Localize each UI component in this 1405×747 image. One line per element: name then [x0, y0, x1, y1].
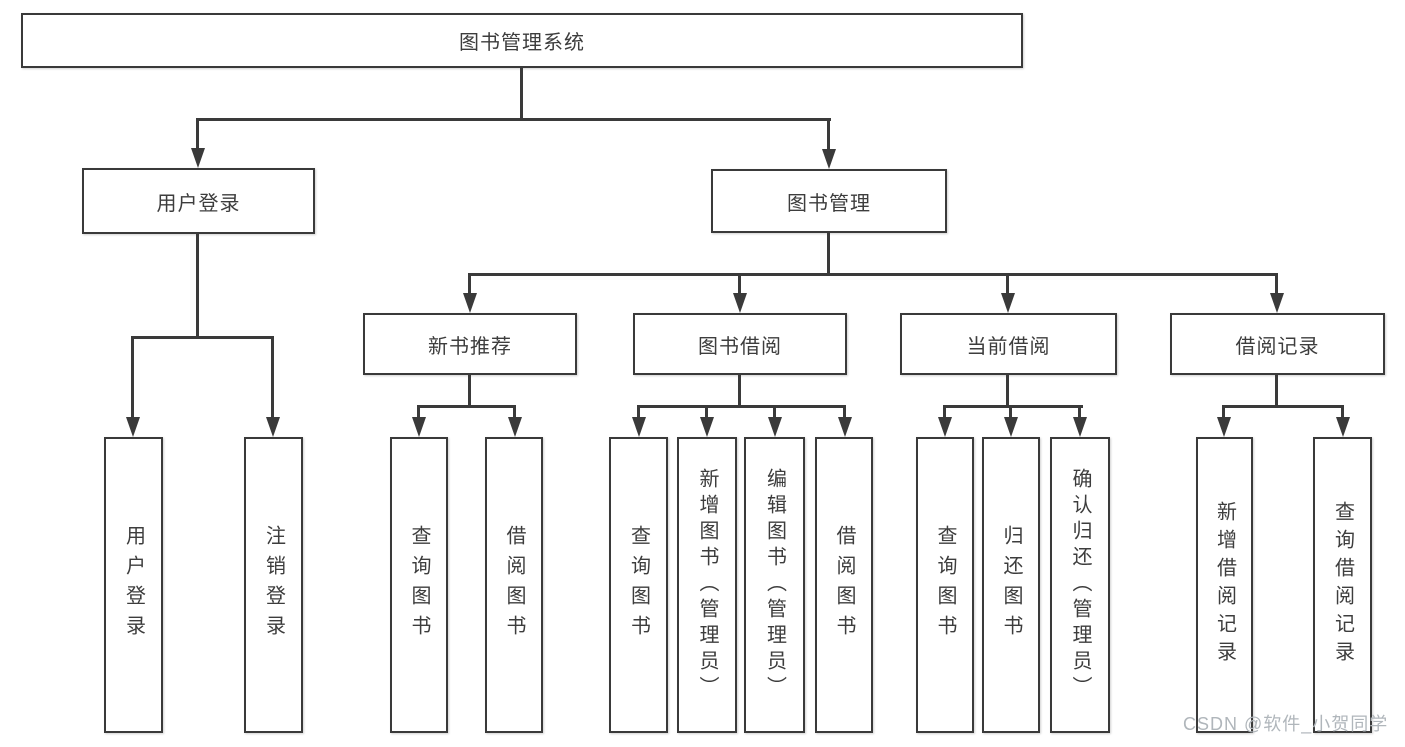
connector-line	[468, 273, 1278, 276]
arrow-down-icon	[1336, 417, 1350, 437]
connector-line	[1222, 405, 1344, 408]
arrow-down-icon	[1001, 293, 1015, 313]
node-library-management-system: 图书管理系统	[21, 13, 1023, 68]
connector-line	[637, 405, 846, 408]
leaf-label: 借阅图书	[833, 525, 855, 645]
node-label: 借阅记录	[1235, 335, 1320, 358]
connector-line	[131, 336, 134, 420]
connector-line	[196, 118, 199, 151]
leaf-borrow-books: 借阅图书	[815, 437, 873, 733]
arrow-down-icon	[463, 293, 477, 313]
connector-line	[131, 336, 274, 339]
connector-line	[197, 118, 831, 121]
arrow-down-icon	[126, 417, 140, 437]
arrow-down-icon	[412, 417, 426, 437]
arrow-down-icon	[733, 293, 747, 313]
connector-line	[417, 405, 516, 408]
leaf-label: 编辑图书（管理员）	[763, 468, 786, 702]
connector-line	[1222, 405, 1225, 421]
arrow-down-icon	[700, 417, 714, 437]
arrow-down-icon	[266, 417, 280, 437]
node-label: 图书管理系统	[459, 32, 585, 54]
connector-line	[196, 234, 199, 339]
leaf-confirm-return-admin: 确认归还（管理员）	[1050, 437, 1110, 733]
leaf-return-books: 归还图书	[982, 437, 1040, 733]
csdn-watermark: CSDN @软件_小贺同学	[1183, 714, 1389, 734]
leaf-label: 查询图书	[408, 525, 430, 645]
arrow-down-icon	[1270, 293, 1284, 313]
arrow-down-icon	[191, 148, 205, 168]
connector-line	[705, 405, 708, 421]
leaf-label: 归还图书	[1000, 525, 1022, 645]
connector-line	[827, 233, 830, 276]
arrow-down-icon	[508, 417, 522, 437]
node-label: 当前借阅	[966, 335, 1051, 358]
connector-line	[1006, 375, 1009, 408]
arrow-down-icon	[1073, 417, 1087, 437]
leaf-label: 借阅图书	[503, 525, 525, 645]
leaf-query-books-recommend: 查询图书	[390, 437, 448, 733]
connector-line	[513, 405, 516, 421]
leaf-label: 查询图书	[627, 525, 650, 645]
connector-line	[738, 273, 741, 297]
connector-line	[1275, 375, 1278, 408]
connector-line	[520, 68, 523, 121]
connector-line	[843, 405, 846, 421]
node-current-borrowing: 当前借阅	[900, 313, 1117, 375]
node-new-book-recommend: 新书推荐	[363, 313, 577, 375]
arrow-down-icon	[1004, 417, 1018, 437]
connector-line	[1341, 405, 1344, 421]
node-book-borrowing: 图书借阅	[633, 313, 847, 375]
node-borrowing-records: 借阅记录	[1170, 313, 1385, 375]
arrow-down-icon	[938, 417, 952, 437]
leaf-add-books-admin: 新增图书（管理员）	[677, 437, 737, 733]
leaf-label: 新增借阅记录	[1213, 501, 1236, 669]
leaf-query-books-current: 查询图书	[916, 437, 974, 733]
node-book-management: 图书管理	[711, 169, 947, 233]
node-user-login: 用户登录	[82, 168, 315, 234]
connector-line	[1078, 405, 1081, 421]
leaf-borrow-books-recommend: 借阅图书	[485, 437, 543, 733]
leaf-label: 新增图书（管理员）	[696, 468, 718, 702]
connector-line	[827, 118, 830, 151]
connector-line	[773, 405, 776, 421]
connector-line	[468, 273, 471, 297]
leaf-edit-books-admin: 编辑图书（管理员）	[744, 437, 805, 733]
arrow-down-icon	[838, 417, 852, 437]
connector-line	[271, 336, 274, 420]
arrow-down-icon	[1217, 417, 1231, 437]
connector-line	[1009, 405, 1012, 421]
connector-line	[1275, 273, 1278, 297]
connector-line	[637, 405, 640, 421]
leaf-label: 注销登录	[262, 525, 285, 645]
connector-line	[943, 405, 946, 421]
arrow-down-icon	[768, 417, 782, 437]
connector-line	[1006, 273, 1009, 297]
connector-line	[738, 375, 741, 408]
arrow-down-icon	[822, 149, 836, 169]
connector-line	[417, 405, 420, 421]
connector-line	[468, 375, 471, 408]
leaf-query-borrow-record: 查询借阅记录	[1313, 437, 1372, 733]
leaf-label: 查询借阅记录	[1331, 501, 1354, 669]
leaf-user-login: 用户登录	[104, 437, 163, 733]
leaf-label: 查询图书	[934, 525, 956, 645]
leaf-add-borrow-record: 新增借阅记录	[1196, 437, 1253, 733]
leaf-label: 用户登录	[122, 525, 145, 645]
node-label: 图书管理	[787, 192, 871, 215]
leaf-logout: 注销登录	[244, 437, 303, 733]
node-label: 用户登录	[156, 192, 241, 215]
node-label: 新书推荐	[428, 335, 512, 358]
node-label: 图书借阅	[698, 335, 782, 358]
leaf-query-books-borrowing: 查询图书	[609, 437, 668, 733]
arrow-down-icon	[632, 417, 646, 437]
connector-line	[943, 405, 1083, 408]
leaf-label: 确认归还（管理员）	[1069, 468, 1091, 702]
